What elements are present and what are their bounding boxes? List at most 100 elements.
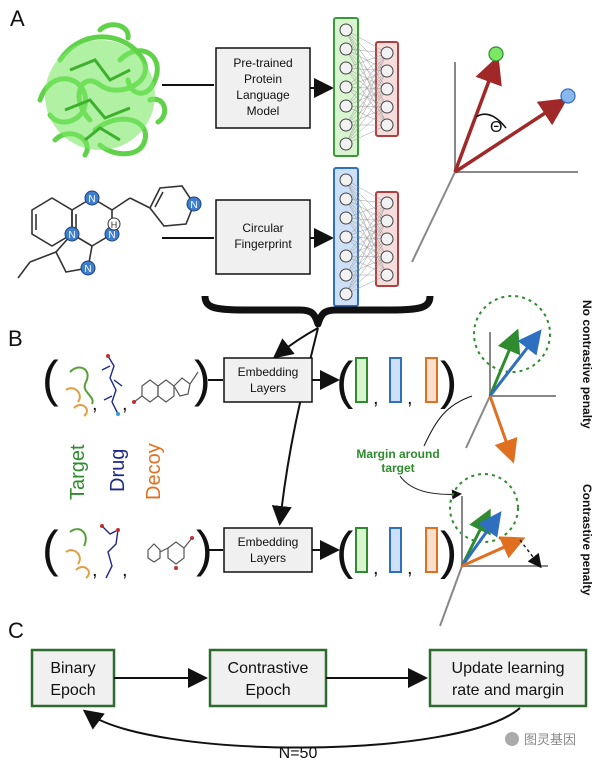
- protein-network: [333, 17, 399, 157]
- protein-network-node: [380, 100, 394, 114]
- plm-box-line3: Language: [236, 88, 290, 102]
- protein-network-node: [339, 137, 353, 151]
- drug-network-node: [339, 173, 353, 187]
- bottom-embedding-line2: Layers: [250, 551, 286, 565]
- top-input-open-paren: (: [42, 351, 59, 407]
- panel-a-label: A: [10, 6, 25, 31]
- margin-label-line2: target: [381, 461, 414, 475]
- contrastive-epoch-line2: Epoch: [245, 682, 290, 699]
- top-target-thumbnail: [65, 366, 94, 417]
- top-out-comma-1: ,: [373, 387, 379, 409]
- protein-network-connection: [345, 52, 388, 69]
- bottom-input-open-paren: (: [42, 521, 59, 577]
- atom-n3: N: [68, 230, 75, 241]
- bottom-drug-thumbnail: [100, 524, 120, 579]
- contrastive-epoch-line1: Contrastive: [228, 660, 309, 677]
- drug-network-connection: [345, 256, 388, 295]
- drug-network-connection: [345, 238, 388, 295]
- update-box-line1: Update learning: [452, 660, 565, 677]
- drug-network-connection: [345, 255, 388, 258]
- drug-network-connection: [345, 236, 388, 258]
- protein-network-connection: [345, 88, 388, 145]
- fingerprint-box-line2: Fingerprint: [234, 237, 292, 251]
- drug-network-connection: [345, 220, 388, 238]
- merge-brace: [201, 295, 434, 328]
- legend-drug: Drug: [107, 449, 129, 492]
- fingerprint-box: [215, 199, 311, 275]
- drug-network-connection: [345, 202, 388, 295]
- protein-network-connection: [345, 67, 388, 126]
- top-input-close-paren: ): [194, 351, 211, 407]
- protein-network-node: [339, 99, 353, 113]
- protein-network-connection: [345, 48, 388, 54]
- drug-network-connection: [345, 217, 388, 258]
- protein-network-connection: [345, 124, 388, 145]
- top-out-comma-2: ,: [407, 387, 413, 409]
- bottom-embedding-line1: Embedding: [238, 535, 299, 549]
- bottom-input-close-paren: ): [196, 521, 213, 577]
- plm-box-line1: Pre-trained: [233, 56, 292, 70]
- watermark: 图灵基因: [505, 732, 576, 747]
- bottom-target-embedding: [355, 527, 368, 573]
- atom-n2: N: [108, 230, 115, 241]
- panel-c-label: C: [8, 618, 24, 643]
- protein-network-connection: [345, 29, 388, 54]
- drug-network-connection: [345, 202, 388, 238]
- top-drug-embedding: [389, 357, 402, 403]
- bottom-target-thumbnail: [65, 528, 90, 579]
- angle-symbol: Θ: [490, 119, 502, 136]
- side-label-penalty: Contrastive penalty: [580, 484, 594, 596]
- protein-network-connection: [345, 67, 388, 72]
- drug-network-connection: [345, 198, 388, 204]
- drug-network-connection: [345, 217, 388, 222]
- bottom-out-comma-2: ,: [407, 557, 413, 579]
- protein-structure-strands: [64, 58, 131, 142]
- drug-network-connection: [345, 198, 388, 222]
- protein-network-connection: [345, 70, 388, 88]
- margin-pointer-bottom: [399, 475, 462, 500]
- update-box-line2: rate and margin: [452, 682, 564, 699]
- contrastive-epoch-box: [208, 648, 328, 708]
- atom-n5: N: [190, 200, 197, 211]
- latent-space-axes: [411, 62, 578, 263]
- protein-point: [488, 46, 504, 62]
- drug-network-node: [380, 232, 394, 246]
- protein-network-connection: [345, 67, 388, 90]
- protein-network-connection: [345, 86, 388, 126]
- drug-molecule-atoms: N N N N N H: [64, 190, 202, 276]
- drug-vector: [454, 98, 568, 174]
- protein-network-node: [339, 42, 353, 56]
- top-drug-thumbnail: [101, 354, 123, 416]
- panel-b-label: B: [8, 326, 23, 351]
- drug-network-node: [380, 214, 394, 228]
- drug-network-connection: [345, 198, 388, 240]
- drug-network-connection: [345, 220, 388, 295]
- protein-network-connection: [345, 29, 388, 72]
- protein-network-connection: [345, 88, 388, 107]
- drug-network-node: [339, 249, 353, 263]
- protein-network-node: [380, 118, 394, 132]
- protein-network-connection: [345, 52, 388, 88]
- drug-network-node: [339, 230, 353, 244]
- protein-network-connection: [345, 52, 388, 126]
- protein-network-connection: [345, 70, 388, 145]
- top-decoy-thumbnail: [132, 371, 199, 404]
- bottom-output-close-paren: ): [440, 522, 457, 580]
- drug-network-connection: [345, 274, 388, 295]
- bottom-vector-plot: [439, 473, 548, 627]
- loop-label: N=50: [279, 745, 318, 762]
- brace-to-embed-bottom-arrow: [271, 327, 319, 526]
- protein-network-connection: [345, 86, 388, 90]
- drug-network-connection: [345, 217, 388, 276]
- bottom-comma-1: ,: [92, 559, 98, 581]
- drug-network-node: [339, 287, 353, 301]
- binary-epoch-line2: Epoch: [50, 682, 95, 699]
- bottom-output-open-paren: (: [336, 522, 354, 580]
- protein-network-connection: [345, 52, 388, 107]
- drug-network-node: [339, 268, 353, 282]
- atom-n1: N: [88, 194, 95, 205]
- drug-network-connection: [345, 255, 388, 276]
- fingerprint-box-line1: Circular: [242, 221, 283, 235]
- drug-network-node: [380, 268, 394, 282]
